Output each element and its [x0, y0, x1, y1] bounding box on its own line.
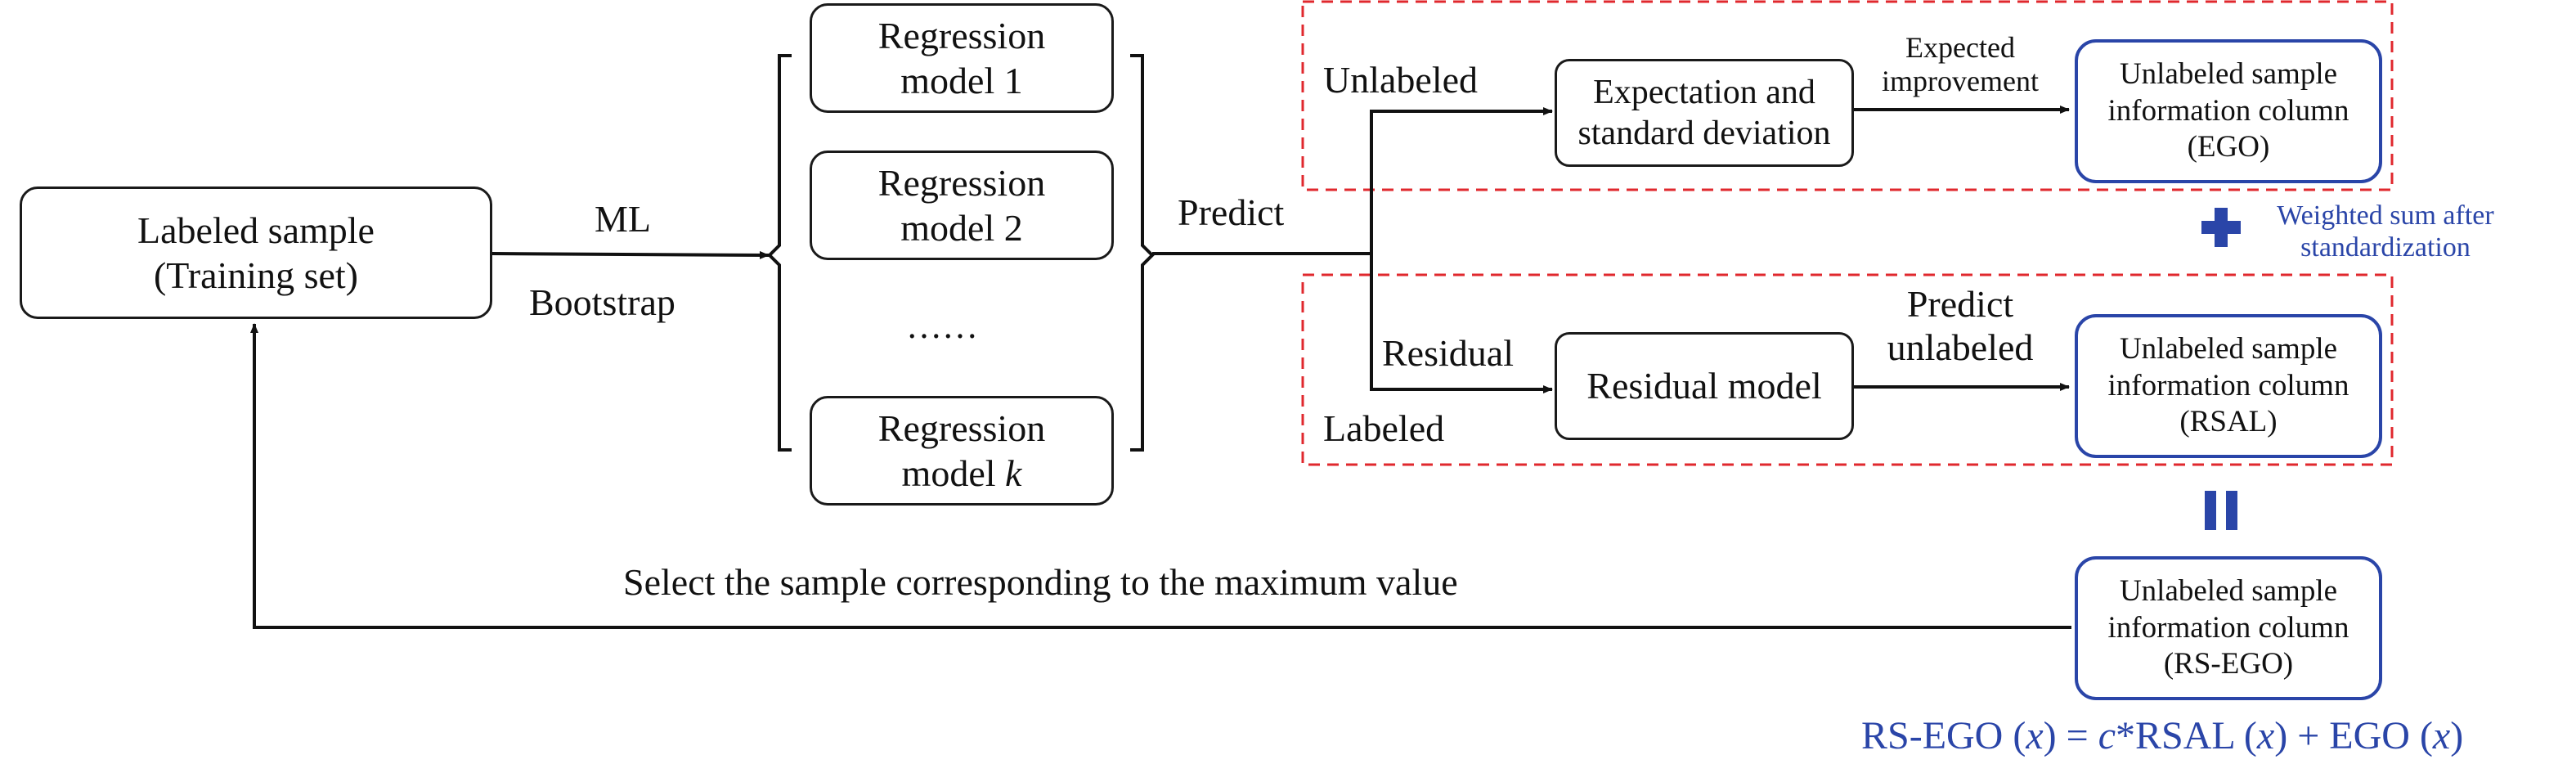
labeled-sample-box: Labeled sample (Training set)	[20, 187, 492, 319]
equals-icon	[2205, 491, 2237, 530]
formula-part4: ) + EGO (	[2274, 714, 2433, 757]
regression-model-1-line2: model 1	[900, 60, 1023, 101]
weighted-sum-line1: Weighted sum after	[2277, 200, 2494, 231]
models-ellipsis: ……	[906, 306, 978, 346]
weighted-sum-note: Weighted sum after standardization	[2251, 200, 2520, 263]
regression-model-k-line2: model k	[902, 451, 1022, 496]
expected-improvement-line1: Expected	[1905, 31, 2015, 64]
plus-icon	[2201, 208, 2241, 247]
labeled-sample-line1: Labeled sample	[137, 209, 375, 251]
formula-part3: *RSAL (	[2116, 714, 2257, 757]
info-rsego-line3: (RS-EGO)	[2163, 647, 2294, 681]
regression-model-k-box: Regression model k	[810, 396, 1114, 506]
bootstrap-label: Bootstrap	[529, 281, 675, 323]
predict-unlabeled-line2: unlabeled	[1887, 326, 2034, 368]
regression-model-k-line1: Regression	[877, 407, 1046, 449]
formula-part1: RS-EGO (	[1861, 714, 2026, 757]
predict-unlabeled-line1: Predict	[1906, 283, 2014, 325]
info-column-rsego-box: Unlabeled sample information column (RS-…	[2075, 556, 2382, 700]
predict-unlabeled-label: Predict unlabeled	[1855, 283, 2066, 370]
rs-ego-formula: RS-EGO (x) = c*RSAL (x) + EGO (x)	[1861, 713, 2463, 758]
expectation-line2: standard deviation	[1577, 115, 1831, 152]
regression-model-2-line1: Regression	[877, 161, 1046, 204]
regression-model-1-box: Regression model 1	[810, 3, 1114, 113]
residual-model-box: Residual model	[1555, 332, 1854, 440]
formula-c: c	[2098, 714, 2116, 757]
regression-model-k-text: model	[901, 452, 1006, 494]
select-sample-text: Select the sample corresponding to the m…	[623, 561, 1458, 603]
regression-model-2-line2: model 2	[900, 207, 1023, 249]
formula-x1: x	[2026, 714, 2044, 757]
labeled-label: Labeled	[1323, 407, 1445, 449]
info-rsego-line1: Unlabeled sample	[2119, 574, 2338, 609]
regression-model-k-italic: k	[1005, 452, 1022, 494]
ml-arrow	[491, 250, 770, 259]
predict-label: Predict	[1178, 191, 1285, 233]
regression-model-2-box: Regression model 2	[810, 151, 1114, 260]
ml-label: ML	[595, 198, 651, 240]
weighted-sum-line2: standardization	[2300, 232, 2471, 263]
unlabeled-label: Unlabeled	[1323, 59, 1479, 101]
info-ego-line3: (EGO)	[2187, 130, 2270, 164]
residual-model-label: Residual model	[1586, 365, 1822, 407]
formula-part2: ) =	[2043, 714, 2098, 757]
labeled-sample-line2: (Training set)	[153, 254, 358, 296]
residual-label: Residual	[1382, 332, 1514, 374]
info-ego-line1: Unlabeled sample	[2119, 57, 2338, 92]
info-rsal-line1: Unlabeled sample	[2119, 332, 2338, 366]
formula-part5: )	[2450, 714, 2464, 757]
info-ego-line2: information column	[2107, 93, 2349, 128]
regression-model-1-line1: Regression	[877, 14, 1046, 56]
info-rsal-line2: information column	[2107, 368, 2349, 402]
expected-improvement-label: Expected improvement	[1855, 31, 2066, 99]
left-bracket	[767, 54, 792, 452]
expectation-line1: Expectation and	[1593, 73, 1815, 111]
info-rsego-line2: information column	[2107, 610, 2349, 645]
info-rsal-line3: (RSAL)	[2179, 405, 2278, 439]
info-column-rsal-box: Unlabeled sample information column (RSA…	[2075, 314, 2382, 458]
feedback-loop-line	[250, 323, 2071, 629]
expectation-box: Expectation and standard deviation	[1555, 59, 1854, 167]
expected-improvement-line2: improvement	[1882, 65, 2039, 98]
formula-x2: x	[2256, 714, 2275, 757]
info-column-ego-box: Unlabeled sample information column (EGO…	[2075, 39, 2382, 183]
right-bracket	[1130, 54, 1155, 452]
formula-x3: x	[2432, 714, 2451, 757]
